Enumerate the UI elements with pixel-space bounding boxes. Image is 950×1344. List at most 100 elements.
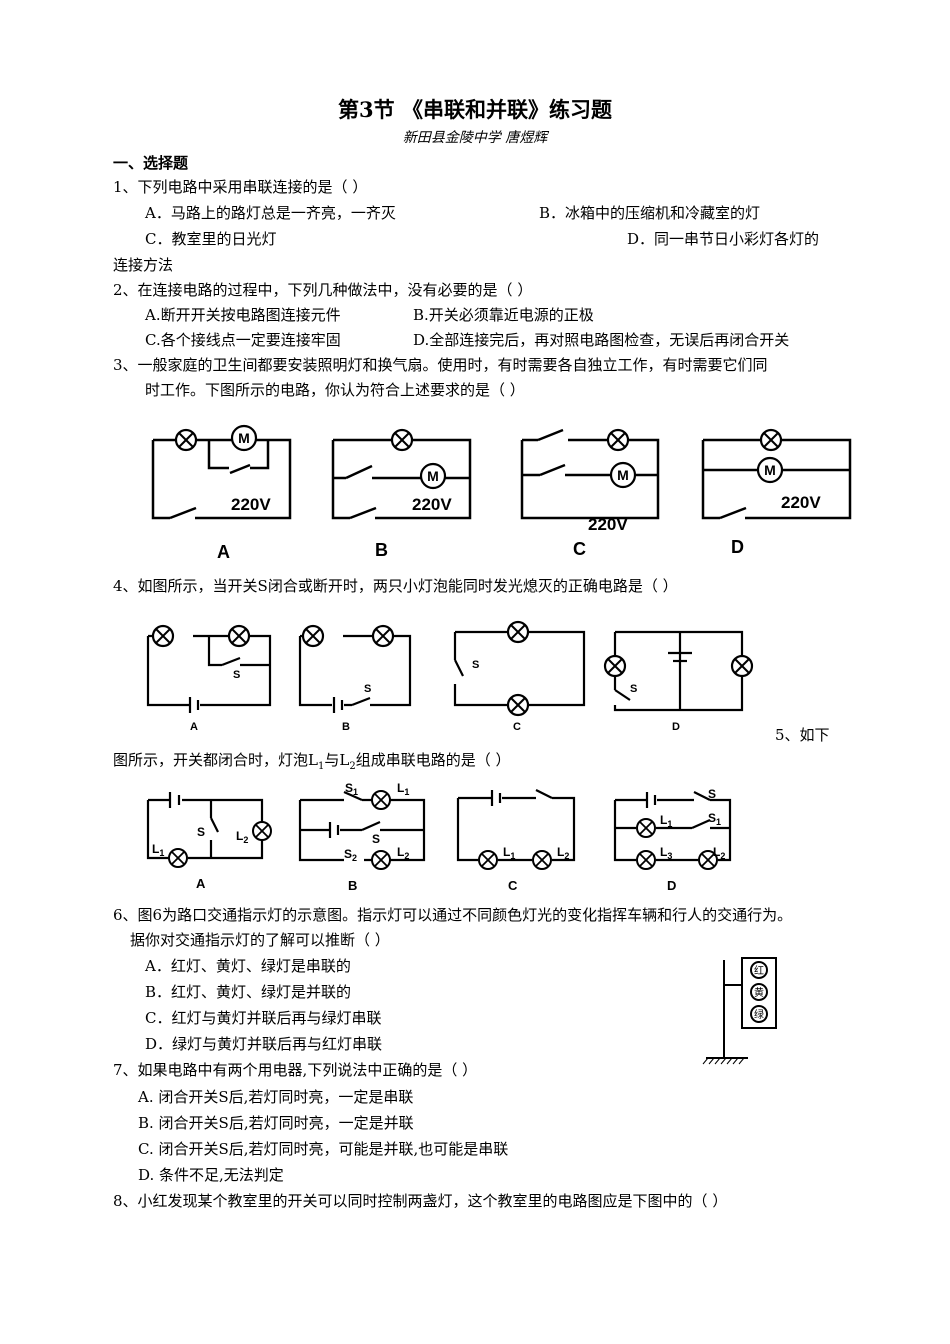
lamp-label-n: 1 [510,851,515,861]
switch-label: S [364,683,371,695]
switch-label: S [197,825,205,839]
q5-stem-start: 5、如下 [775,726,830,744]
q5-label-c: C [508,878,518,893]
voltage-label: 220V [412,495,452,514]
motor-label: M [617,467,629,483]
q6-stem-line2: 据你对交通指示灯的了解可以推断（ ） [130,931,390,949]
lamp-label-l: L [660,813,667,827]
lamp-label-l: L [152,842,159,856]
lamp-label-n: 2 [564,851,569,861]
green-light-label: 绿 [754,1008,764,1021]
lamp-label-l: L [503,845,510,859]
motor-label: M [764,462,776,478]
q1-option-a: A．马路上的路灯总是一齐亮，一齐灭 [145,204,396,222]
motor-icon [609,461,637,489]
switch-label: S1 [708,811,721,827]
lamp-label: L1 [660,813,672,829]
lamp-label: L2 [713,845,725,861]
q6-option-b: B．红灯、黄灯、绿灯是并联的 [145,983,352,1001]
lamp-label: L2 [397,845,409,861]
lamp-label-n: 1 [667,819,672,829]
lamp-label: L2 [236,829,248,845]
lamp-label: L3 [660,845,672,861]
switch-label: S [708,787,716,801]
lamp-label-n: 1 [159,848,164,858]
switch-label-s: S [708,811,716,825]
red-light-label: 红 [754,964,764,977]
lamp-label: L2 [557,845,569,861]
lamp-label: L1 [503,845,515,861]
voltage-label: 220V [588,515,628,534]
q1-option-d-cont: 连接方法 [113,256,174,274]
motor-icon [230,424,258,452]
motor-icon [419,462,447,490]
q7-option-b: B. 闭合开关S后,若灯同时亮，一定是并联 [138,1114,414,1132]
page-subtitle: 新田县金陵中学 唐煜辉 [402,130,548,146]
q2-option-b: B.开关必须靠近电源的正极 [413,306,594,324]
motor-label: M [427,468,439,484]
q4-label-a: A [190,721,198,733]
lamp-label-l: L [236,829,243,843]
q5-stem: 图所示，开关都闭合时，灯泡L1与L2组成串联电路的是（ ） [113,750,510,777]
q4-label-d: D [672,721,680,733]
switch-label: S2 [344,847,357,863]
q6-option-c: C．红灯与黄灯并联后再与绿灯串联 [145,1009,382,1027]
lamp-label-l: L [557,845,564,859]
q4-stem: 4、如图所示，当开关S闭合或断开时，两只小灯泡能同时发光熄灭的正确电路是（ ） [113,577,678,595]
lamp-label-n: 3 [667,851,672,861]
switch-label: S [472,659,479,671]
q6-option-a: A．红灯、黄灯、绿灯是串联的 [145,957,351,975]
lamp-label: L1 [152,842,164,858]
q5-stem-part: 与L [324,751,350,769]
yellow-light-label: 黄 [754,986,764,999]
lamp-label-n: 2 [243,835,248,845]
q1-stem: 1、下列电路中采用串联连接的是（ ） [113,178,368,196]
q7-stem: 7、如果电路中有两个用电器,下列说法中正确的是（ ） [113,1061,478,1079]
voltage-label: 220V [231,495,271,514]
switch-label-s: S [345,781,353,795]
motor-icon [756,456,784,484]
lamp-label-n: 2 [404,851,409,861]
motor-label: M [238,430,250,446]
switch-label-n: 1 [716,817,721,827]
q7-option-d: D. 条件不足,无法判定 [138,1166,284,1184]
q5-stem-part: 组成串联电路的是（ ） [355,751,511,769]
q3-label-b: B [375,540,388,560]
q2-option-a: A.断开开关按电路图连接元件 [145,306,341,324]
subscript: 1 [317,761,325,772]
q7-option-c: C. 闭合开关S后,若灯同时亮，可能是并联,也可能是串联 [138,1140,509,1158]
q4-label-c: C [513,721,521,733]
q3-stem-line1: 3、一般家庭的卫生间都要安装照明灯和换气扇。使用时，有时需要各自独立工作，有时需… [113,356,768,374]
switch-label: S [630,683,637,695]
q5-label-a: A [196,876,206,891]
q1-option-c: C．教室里的日光灯 [145,230,277,248]
q5-stem-part: 图所示，开关都闭合时，灯泡L [113,751,318,769]
lamp-label-l: L [660,845,667,859]
q6-option-d: D．绿灯与黄灯并联后再与红灯串联 [145,1035,383,1053]
lamp-label-n: 1 [404,787,409,797]
q3-label-d: D [731,537,744,557]
switch-label: S [233,669,240,681]
q3-label-a: A [217,542,230,562]
q8-stem: 8、小红发现某个教室里的开关可以同时控制两盏灯，这个教室里的电路图应是下图中的（… [113,1192,728,1210]
subscript: 2 [349,761,356,772]
q5-label-d: D [667,878,676,893]
switch-label-n: 1 [353,787,358,797]
section-heading: 一、选择题 [113,154,189,172]
lamp-label-n: 2 [720,851,725,861]
lamp-label-l: L [397,845,404,859]
q6-stem-line1: 6、图6为路口交通指示灯的示意图。指示灯可以通过不同颜色灯光的变化指挥车辆和行人… [113,906,793,924]
switch-label: S1 [345,781,358,797]
q1-option-d: D．同一串节日小彩灯各灯的 [627,230,820,248]
lamp-label-l: L [713,845,720,859]
lamp-label: L1 [397,781,409,797]
q7-option-a: A. 闭合开关S后,若灯同时亮，一定是串联 [138,1088,414,1106]
q5-label-b: B [348,878,357,893]
page-title: 第3节 《串联和并联》练习题 [338,97,612,122]
q3-stem-line2: 时工作。下图所示的电路，你认为符合上述要求的是（ ） [145,381,525,399]
q2-option-d: D.全部连接完后，再对照电路图检查，无误后再闭合开关 [413,331,790,349]
